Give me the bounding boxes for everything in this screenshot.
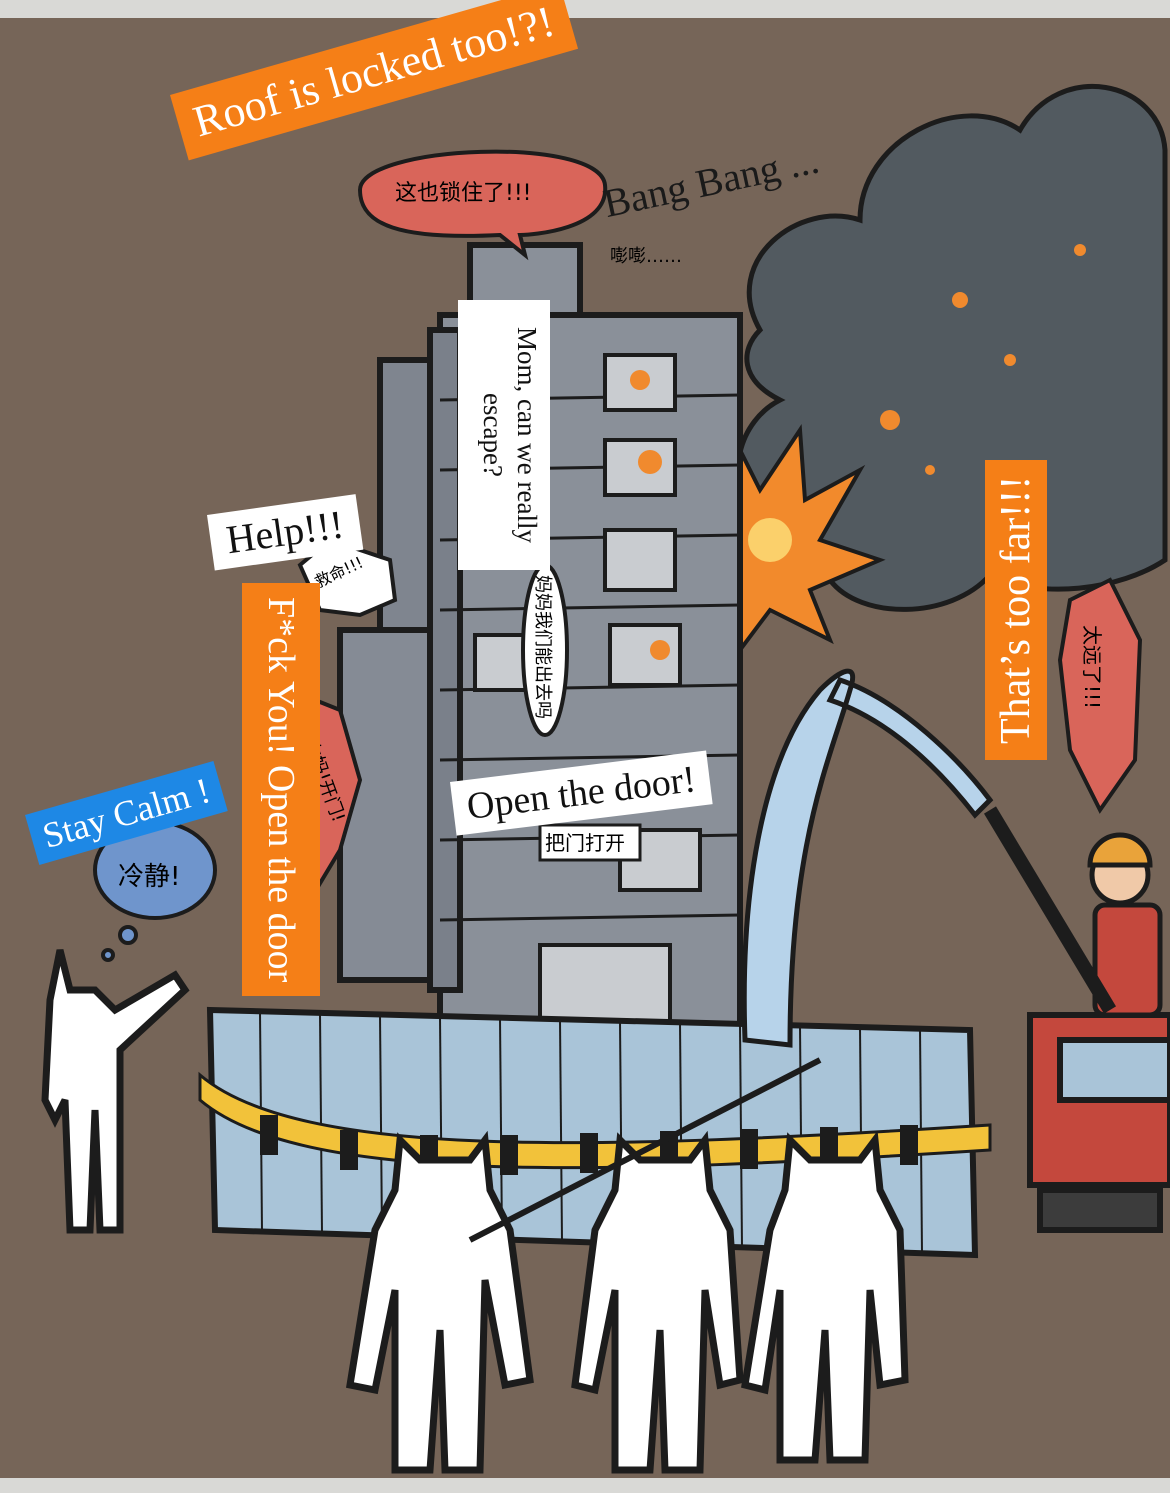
speech-bubble-far: [1057, 577, 1143, 814]
bubble-text-roof: 这也锁住了!!!: [395, 181, 531, 206]
caption-fck-open-door: F*ck You! Open the door: [242, 583, 320, 997]
bubble-text-far: 太远了!!!: [1080, 625, 1104, 709]
speech-bubble-open: [538, 823, 642, 862]
caption-too-far: That’s too far!!!: [985, 459, 1047, 760]
bubble-text-open: 把门打开: [545, 831, 625, 855]
bubble-text-calm: 冷静!: [118, 862, 180, 892]
water-jet: [741, 668, 994, 1048]
firefighter: [983, 806, 1163, 1018]
speech-bubble-roof: [357, 149, 608, 261]
hazmat-guards: [41, 949, 909, 1474]
caption-mom-escape: Mom, can we really escape?: [458, 300, 550, 570]
fire-truck: [1027, 1012, 1170, 1233]
bubble-text-bang: 嘭嘭……: [610, 246, 682, 267]
caption-mom-escape-text: Mom, can we really escape?: [478, 327, 542, 543]
bubble-text-mom: 妈妈我们能出去吗: [532, 575, 553, 719]
